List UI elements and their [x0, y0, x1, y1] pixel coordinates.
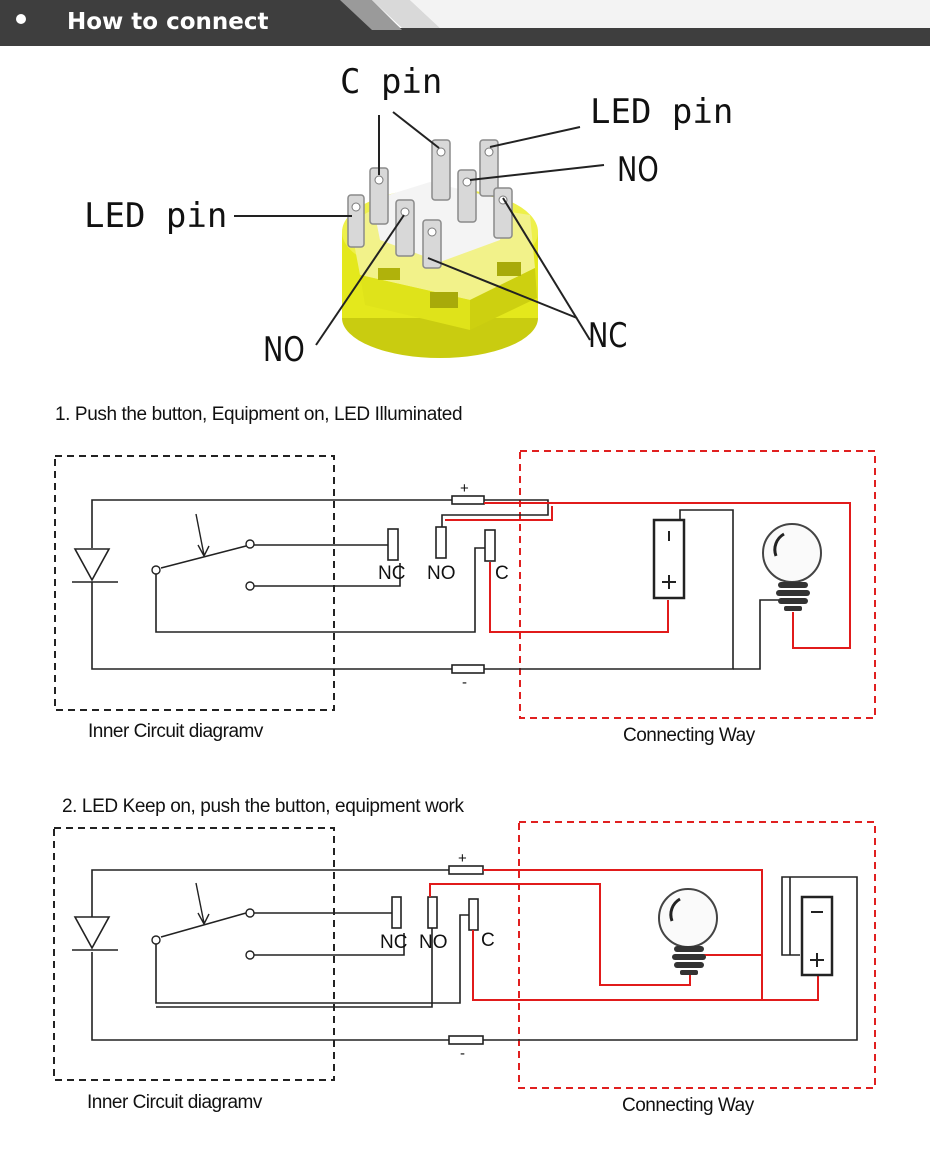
diagram1-connect-box: [519, 450, 876, 719]
section-header: How to connect: [0, 0, 930, 46]
led-pin-right-label: LED pin: [590, 92, 734, 132]
diagram2-no-label: NO: [419, 932, 448, 953]
diagram2-inner-caption: Inner Circuit diagramv: [87, 1092, 262, 1113]
diagram1-terminals: [387, 495, 496, 674]
diagram2-wires: [91, 869, 858, 1041]
no-right-label: NO: [617, 150, 659, 190]
led-pin-left-label: LED pin: [84, 196, 228, 236]
diagram2-switch-icon: [151, 908, 255, 960]
diagram1-switch-icon: [151, 539, 255, 591]
header-background: [0, 0, 930, 46]
diagram1-red-wires: [445, 502, 851, 649]
diagram2-plus-sign: +: [458, 850, 467, 867]
diagram1-plus-sign: +: [460, 480, 469, 497]
diagram2-bulb-icon: [658, 888, 718, 975]
diagram2-minus-sign: -: [460, 1045, 465, 1062]
diagram2-inner-box: [53, 827, 335, 1081]
diagram2-nc-label: NC: [380, 932, 408, 953]
nc-label: NC: [588, 316, 628, 356]
diagram1-nc-label: NC: [378, 563, 406, 584]
diagram1-inner-box: [54, 455, 335, 711]
diagram2-c-label: C: [481, 930, 495, 951]
header-title: How to connect: [67, 9, 269, 35]
diagram1-title: 1. Push the button, Equipment on, LED Il…: [55, 404, 463, 425]
diagram1-minus-sign: -: [462, 674, 467, 691]
diagram1-battery-icon: [652, 518, 686, 600]
diagram2-battery-icon: [800, 895, 834, 977]
diagram2-title: 2. LED Keep on, push the button, equipme…: [62, 796, 464, 817]
diagram1-connect-caption: Connecting Way: [623, 725, 755, 746]
diagram1-no-label: NO: [427, 563, 456, 584]
diagram2-connect-caption: Connecting Way: [622, 1095, 754, 1116]
diagram1-diode-icon: [72, 548, 118, 583]
diagram1-c-label: C: [495, 563, 509, 584]
diagram2-red-wires: [429, 869, 819, 1001]
diagram1-bulb-icon: [762, 523, 822, 611]
diagram2-terminals: [391, 865, 484, 1045]
no-left-label: NO: [263, 330, 305, 370]
c-pin-label: C pin: [340, 62, 443, 102]
diagram2-connect-box: [518, 821, 876, 1089]
diagram1-inner-caption: Inner Circuit diagramv: [88, 721, 263, 742]
switch-illustration: [234, 111, 605, 358]
diagram2-diode-icon: [72, 916, 118, 951]
bullet-icon: [16, 14, 26, 24]
